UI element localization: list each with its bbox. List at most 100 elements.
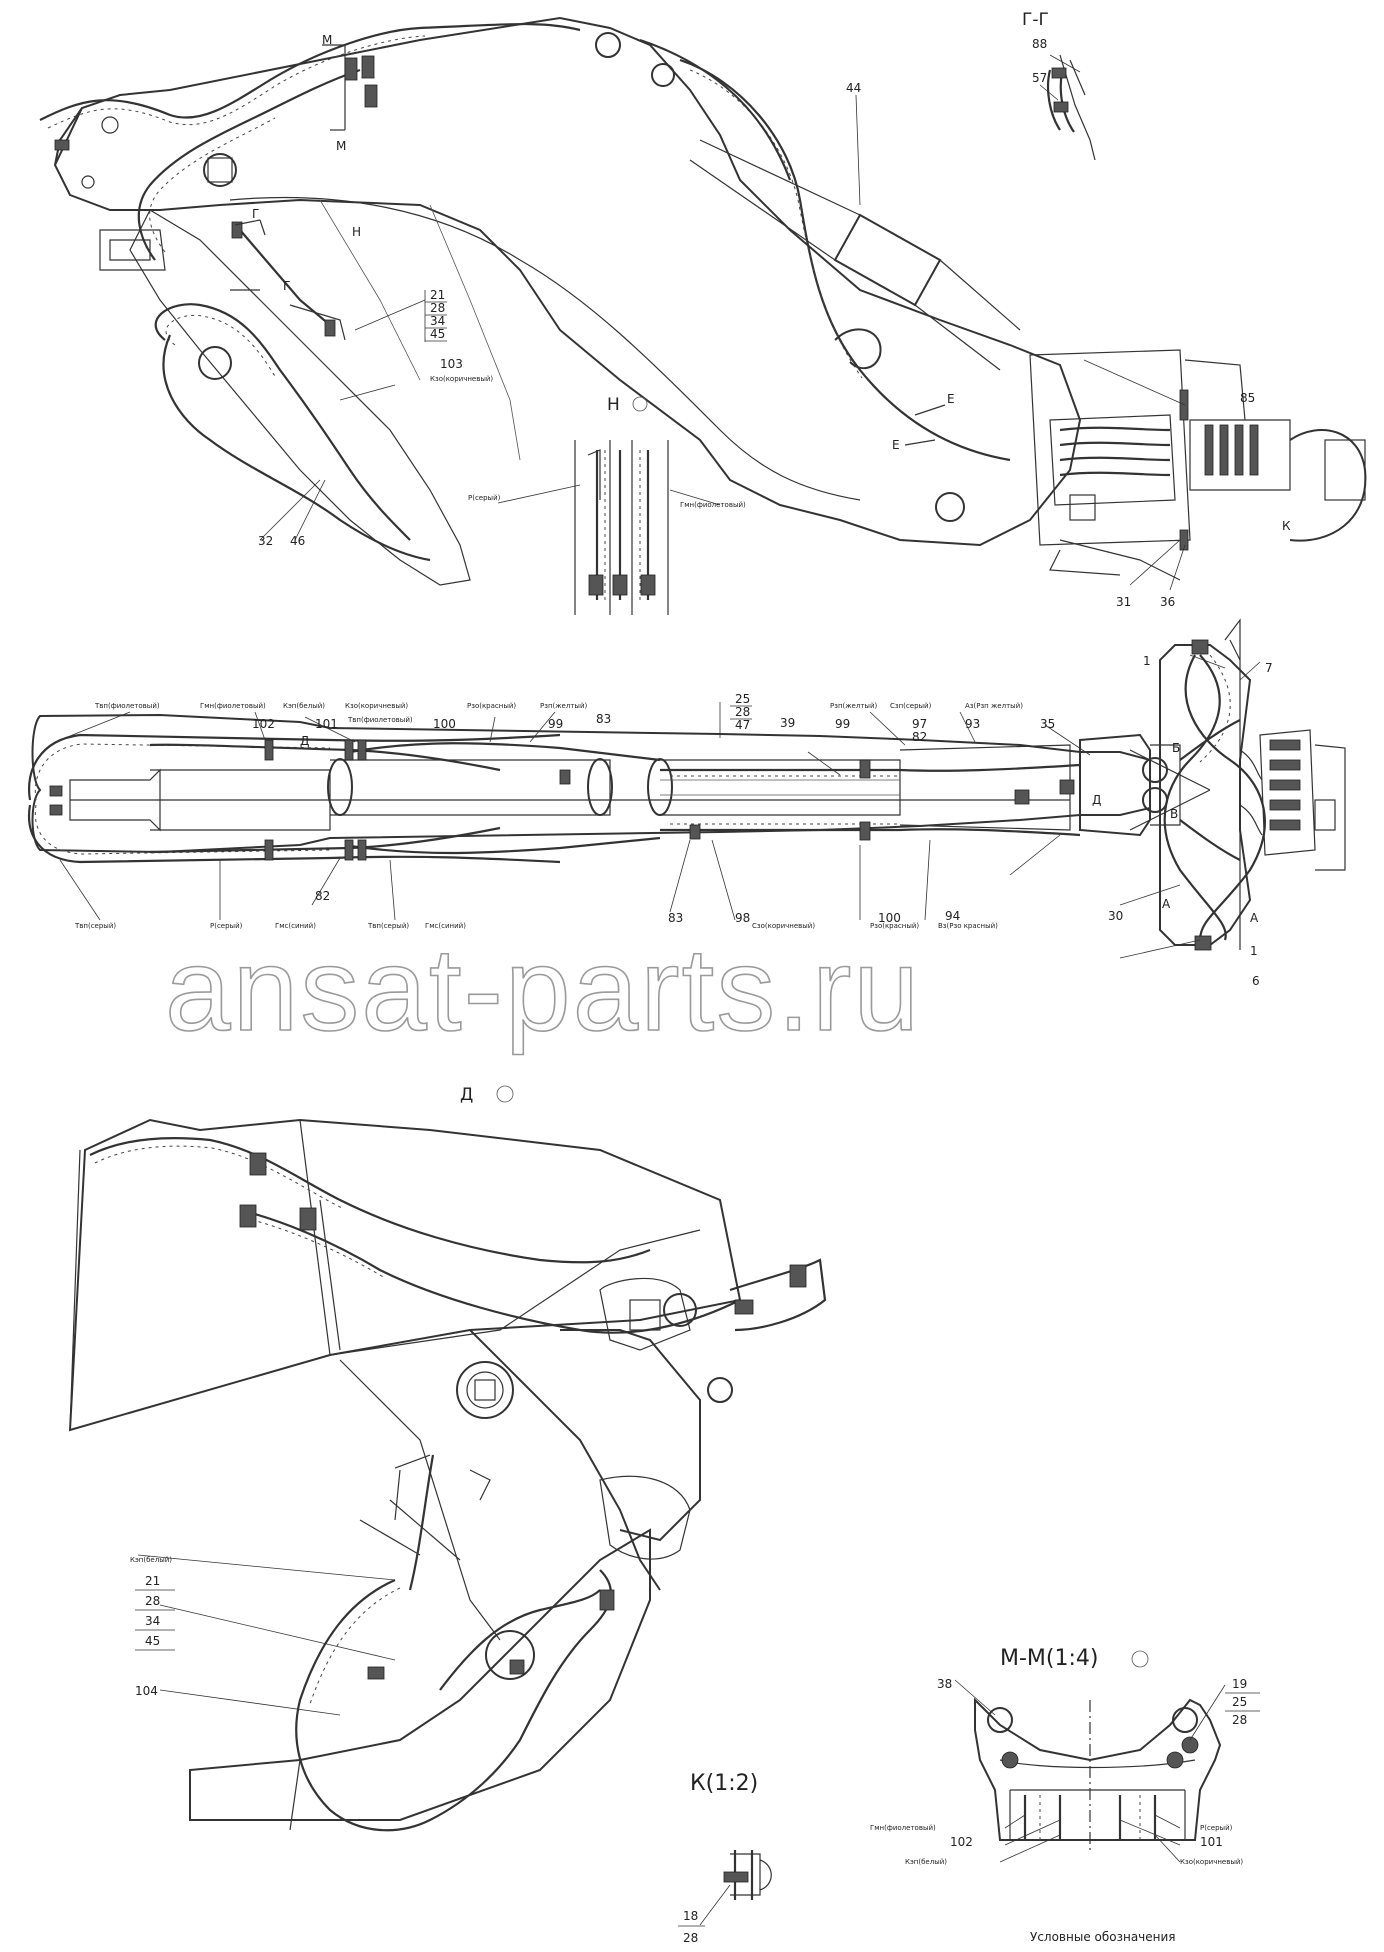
detail-d-labels: Кэп(белый) 21 28 34 45 104 — [130, 1556, 175, 1698]
hose-103-label: Кзо(коричневый) — [430, 375, 493, 383]
svg-text:19: 19 — [1232, 1677, 1247, 1691]
svg-text:82: 82 — [315, 889, 330, 903]
svg-text:Кэп(белый): Кэп(белый) — [905, 1858, 947, 1866]
svg-text:102: 102 — [950, 1835, 973, 1849]
svg-text:85: 85 — [1240, 391, 1255, 405]
detail-k-view — [723, 1850, 772, 1900]
svg-text:32: 32 — [258, 534, 273, 548]
svg-text:35: 35 — [1040, 717, 1055, 731]
svg-text:97: 97 — [912, 717, 927, 731]
svg-text:28: 28 — [1232, 1713, 1247, 1727]
svg-text:99: 99 — [835, 717, 850, 731]
svg-text:Е: Е — [947, 392, 955, 406]
boom-plan-view — [28, 618, 1346, 951]
legend-title: Условные обозначения — [1030, 1930, 1176, 1944]
svg-text:103: 103 — [440, 357, 463, 371]
svg-text:21: 21 — [430, 288, 445, 302]
svg-text:Твп(серый): Твп(серый) — [74, 922, 116, 930]
hose-label-gmn-violet: Гмн(фиолетовый) — [680, 501, 746, 509]
svg-text:28: 28 — [735, 705, 750, 719]
svg-text:А: А — [1250, 911, 1259, 925]
svg-text:Аз(Рзп желтый): Аз(Рзп желтый) — [965, 702, 1023, 710]
svg-text:94: 94 — [945, 909, 960, 923]
svg-text:Кзо(коричневый): Кзо(коричневый) — [1180, 1858, 1243, 1866]
svg-text:100: 100 — [878, 911, 901, 925]
view-title-d: Д — [460, 1085, 473, 1105]
svg-text:28: 28 — [430, 301, 445, 315]
svg-text:Г: Г — [252, 207, 259, 221]
view-title-m-m: М-М(1:4) — [1000, 1646, 1098, 1671]
svg-text:Д: Д — [300, 734, 309, 748]
svg-text:100: 100 — [433, 717, 456, 731]
svg-text:30: 30 — [1108, 909, 1123, 923]
svg-text:Р(серый): Р(серый) — [210, 922, 243, 930]
svg-text:Твп(фиолетовый): Твп(фиолетовый) — [347, 716, 413, 724]
svg-text:39: 39 — [780, 716, 795, 730]
hose-label-r-grey: Р(серый) — [468, 494, 501, 502]
svg-text:82: 82 — [912, 730, 927, 744]
svg-text:18: 18 — [683, 1909, 698, 1923]
view-title-k: К(1:2) — [690, 1771, 758, 1796]
view-rotation-icon — [632, 396, 648, 412]
svg-text:М: М — [322, 33, 332, 47]
svg-text:Рзо(красный): Рзо(красный) — [870, 922, 919, 930]
svg-text:98: 98 — [735, 911, 750, 925]
svg-text:31: 31 — [1116, 595, 1131, 609]
svg-text:Е: Е — [892, 438, 900, 452]
svg-text:45: 45 — [145, 1634, 160, 1648]
svg-text:38: 38 — [937, 1677, 952, 1691]
svg-text:Кзо(коричневый): Кзо(коричневый) — [345, 702, 408, 710]
svg-text:36: 36 — [1160, 595, 1175, 609]
svg-text:Рзп(желтый): Рзп(желтый) — [540, 702, 587, 710]
svg-text:1: 1 — [1250, 944, 1258, 958]
view-g-g-detail — [1046, 54, 1096, 161]
svg-text:Сзо(коричневый): Сзо(коричневый) — [752, 922, 815, 930]
detail-mm-view — [974, 1697, 1222, 1850]
svg-text:Твп(фиолетовый): Твп(фиолетовый) — [94, 702, 160, 710]
svg-text:101: 101 — [315, 717, 338, 731]
svg-text:Твп(серый): Твп(серый) — [367, 922, 409, 930]
svg-text:Гмс(синий): Гмс(синий) — [425, 922, 466, 930]
svg-text:Гмн(фиолетовый): Гмн(фиолетовый) — [870, 1824, 936, 1832]
svg-text:25: 25 — [735, 692, 750, 706]
leader-lines — [59, 54, 1261, 1926]
svg-text:57: 57 — [1032, 71, 1047, 85]
svg-text:25: 25 — [1232, 1695, 1247, 1709]
svg-text:6: 6 — [1252, 974, 1260, 988]
svg-text:Гмн(фиолетовый): Гмн(фиолетовый) — [200, 702, 266, 710]
svg-text:88: 88 — [1032, 37, 1047, 51]
svg-text:44: 44 — [846, 81, 861, 95]
view-rotation-icon — [1131, 1650, 1149, 1668]
svg-text:102: 102 — [252, 717, 275, 731]
svg-text:Н: Н — [352, 225, 361, 239]
hose-label-kep-white: Кэп(белый) — [130, 1556, 172, 1564]
watermark-text: ansat-parts.ru — [165, 924, 921, 1056]
svg-text:Кэп(белый): Кэп(белый) — [283, 702, 325, 710]
svg-text:Гмс(синий): Гмс(синий) — [275, 922, 316, 930]
svg-text:99: 99 — [548, 717, 563, 731]
view-title-n: Н — [607, 395, 620, 415]
svg-text:46: 46 — [290, 534, 305, 548]
detail-d-view — [68, 1118, 827, 1832]
svg-text:А: А — [1162, 897, 1171, 911]
boom-side-view — [39, 16, 1367, 586]
view-n-detail — [574, 440, 669, 615]
svg-text:Д: Д — [1092, 793, 1101, 807]
detail-k-labels: 18 28 — [678, 1909, 705, 1945]
svg-text:34: 34 — [430, 314, 445, 328]
plan-view-labels: Твп(фиолетовый) Гмн(фиолетовый) Кэп(белы… — [74, 654, 1273, 988]
view-title-g-g: Г-Г — [1022, 10, 1049, 30]
svg-text:45: 45 — [430, 327, 445, 341]
svg-text:34: 34 — [145, 1614, 160, 1628]
svg-text:104: 104 — [135, 1684, 158, 1698]
svg-text:Вз(Рзо красный): Вз(Рзо красный) — [938, 922, 998, 930]
svg-text:Б: Б — [1172, 741, 1180, 755]
svg-text:83: 83 — [668, 911, 683, 925]
svg-text:Рзп(желтый): Рзп(желтый) — [830, 702, 877, 710]
svg-text:47: 47 — [735, 718, 750, 732]
detail-mm-labels: 38 19 25 28 Гмн(фиолетовый) 102 Кэп(белы… — [870, 1677, 1260, 1944]
svg-text:93: 93 — [965, 717, 980, 731]
section-marks: М М Г Г Н Е Е К А А Б В Д Д — [252, 33, 1291, 925]
svg-text:Р(серый): Р(серый) — [1200, 1824, 1233, 1832]
